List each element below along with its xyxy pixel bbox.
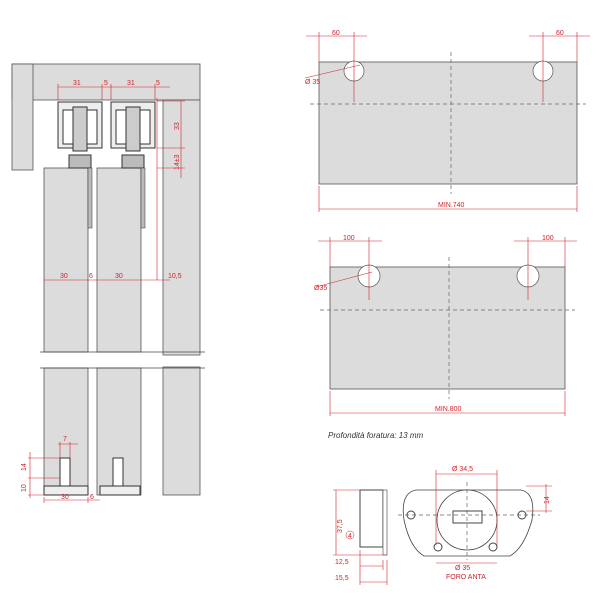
- offset-left: 60: [332, 30, 340, 37]
- side-section: 31 5 31 5 33 14±3 30 6 30 10,5 7 14 10 3…: [11, 63, 205, 503]
- dim-6b: 6: [90, 494, 94, 501]
- dim-7: 7: [63, 436, 67, 443]
- hole-diameter: Ø35: [314, 285, 327, 292]
- dim-10: 10: [21, 484, 28, 492]
- hinge-plate-drawing: 4 37,5 12,5 15,5 Ø 34,5 14 Ø 35 FORO ANT…: [333, 466, 552, 585]
- dim-5a: 5: [104, 80, 108, 87]
- dim-30b: 30: [115, 273, 123, 280]
- dim-31a: 31: [73, 80, 81, 87]
- diameter-top: Ø 34,5: [452, 466, 473, 473]
- door-1: [43, 167, 89, 353]
- carriage-1: [57, 101, 103, 229]
- offset-right: 100: [542, 235, 554, 242]
- drilling-note: Profondità foratura: 13 mm: [328, 431, 423, 440]
- guide-base-2: [99, 485, 141, 496]
- top-frame: [11, 63, 201, 101]
- door-2: [96, 167, 142, 353]
- door-800-drawing: 100 100 Ø35 MIN.800: [314, 235, 577, 416]
- dim-14: 14: [21, 463, 28, 471]
- offset-right: 60: [556, 30, 564, 37]
- guide-base-1: [43, 485, 89, 496]
- plate-height: 14: [544, 496, 551, 504]
- dim-33: 33: [174, 122, 181, 130]
- diameter-bottom: Ø 35: [455, 565, 470, 572]
- dim-10-5: 10,5: [168, 273, 182, 280]
- floor-guide-1: [59, 457, 71, 487]
- door-740-drawing: 60 60 Ø 35 MIN.740: [304, 30, 590, 212]
- left-post: [11, 63, 34, 171]
- side-height: 37,5: [337, 519, 344, 533]
- carriage-2: [110, 101, 156, 229]
- dim-30c: 30: [61, 494, 69, 501]
- hole-diameter: Ø 35: [305, 79, 320, 86]
- dim-6: 6: [89, 273, 93, 280]
- dim-31b: 31: [127, 80, 135, 87]
- slot: [452, 510, 483, 524]
- dim-30a: 30: [60, 273, 68, 280]
- depth-2: 15,5: [335, 575, 349, 582]
- depth-1: 12,5: [335, 559, 349, 566]
- min-width: MIN.800: [435, 406, 462, 413]
- callout-4: 4: [348, 533, 352, 540]
- offset-left: 100: [343, 235, 355, 242]
- right-post-lower: [162, 366, 201, 496]
- caption: FORO ANTA: [446, 574, 486, 581]
- dim-14-3: 14±3: [174, 154, 181, 170]
- floor-guide-2: [112, 457, 124, 487]
- right-post: [162, 99, 201, 356]
- dim-5b: 5: [156, 80, 160, 87]
- min-width: MIN.740: [438, 202, 465, 209]
